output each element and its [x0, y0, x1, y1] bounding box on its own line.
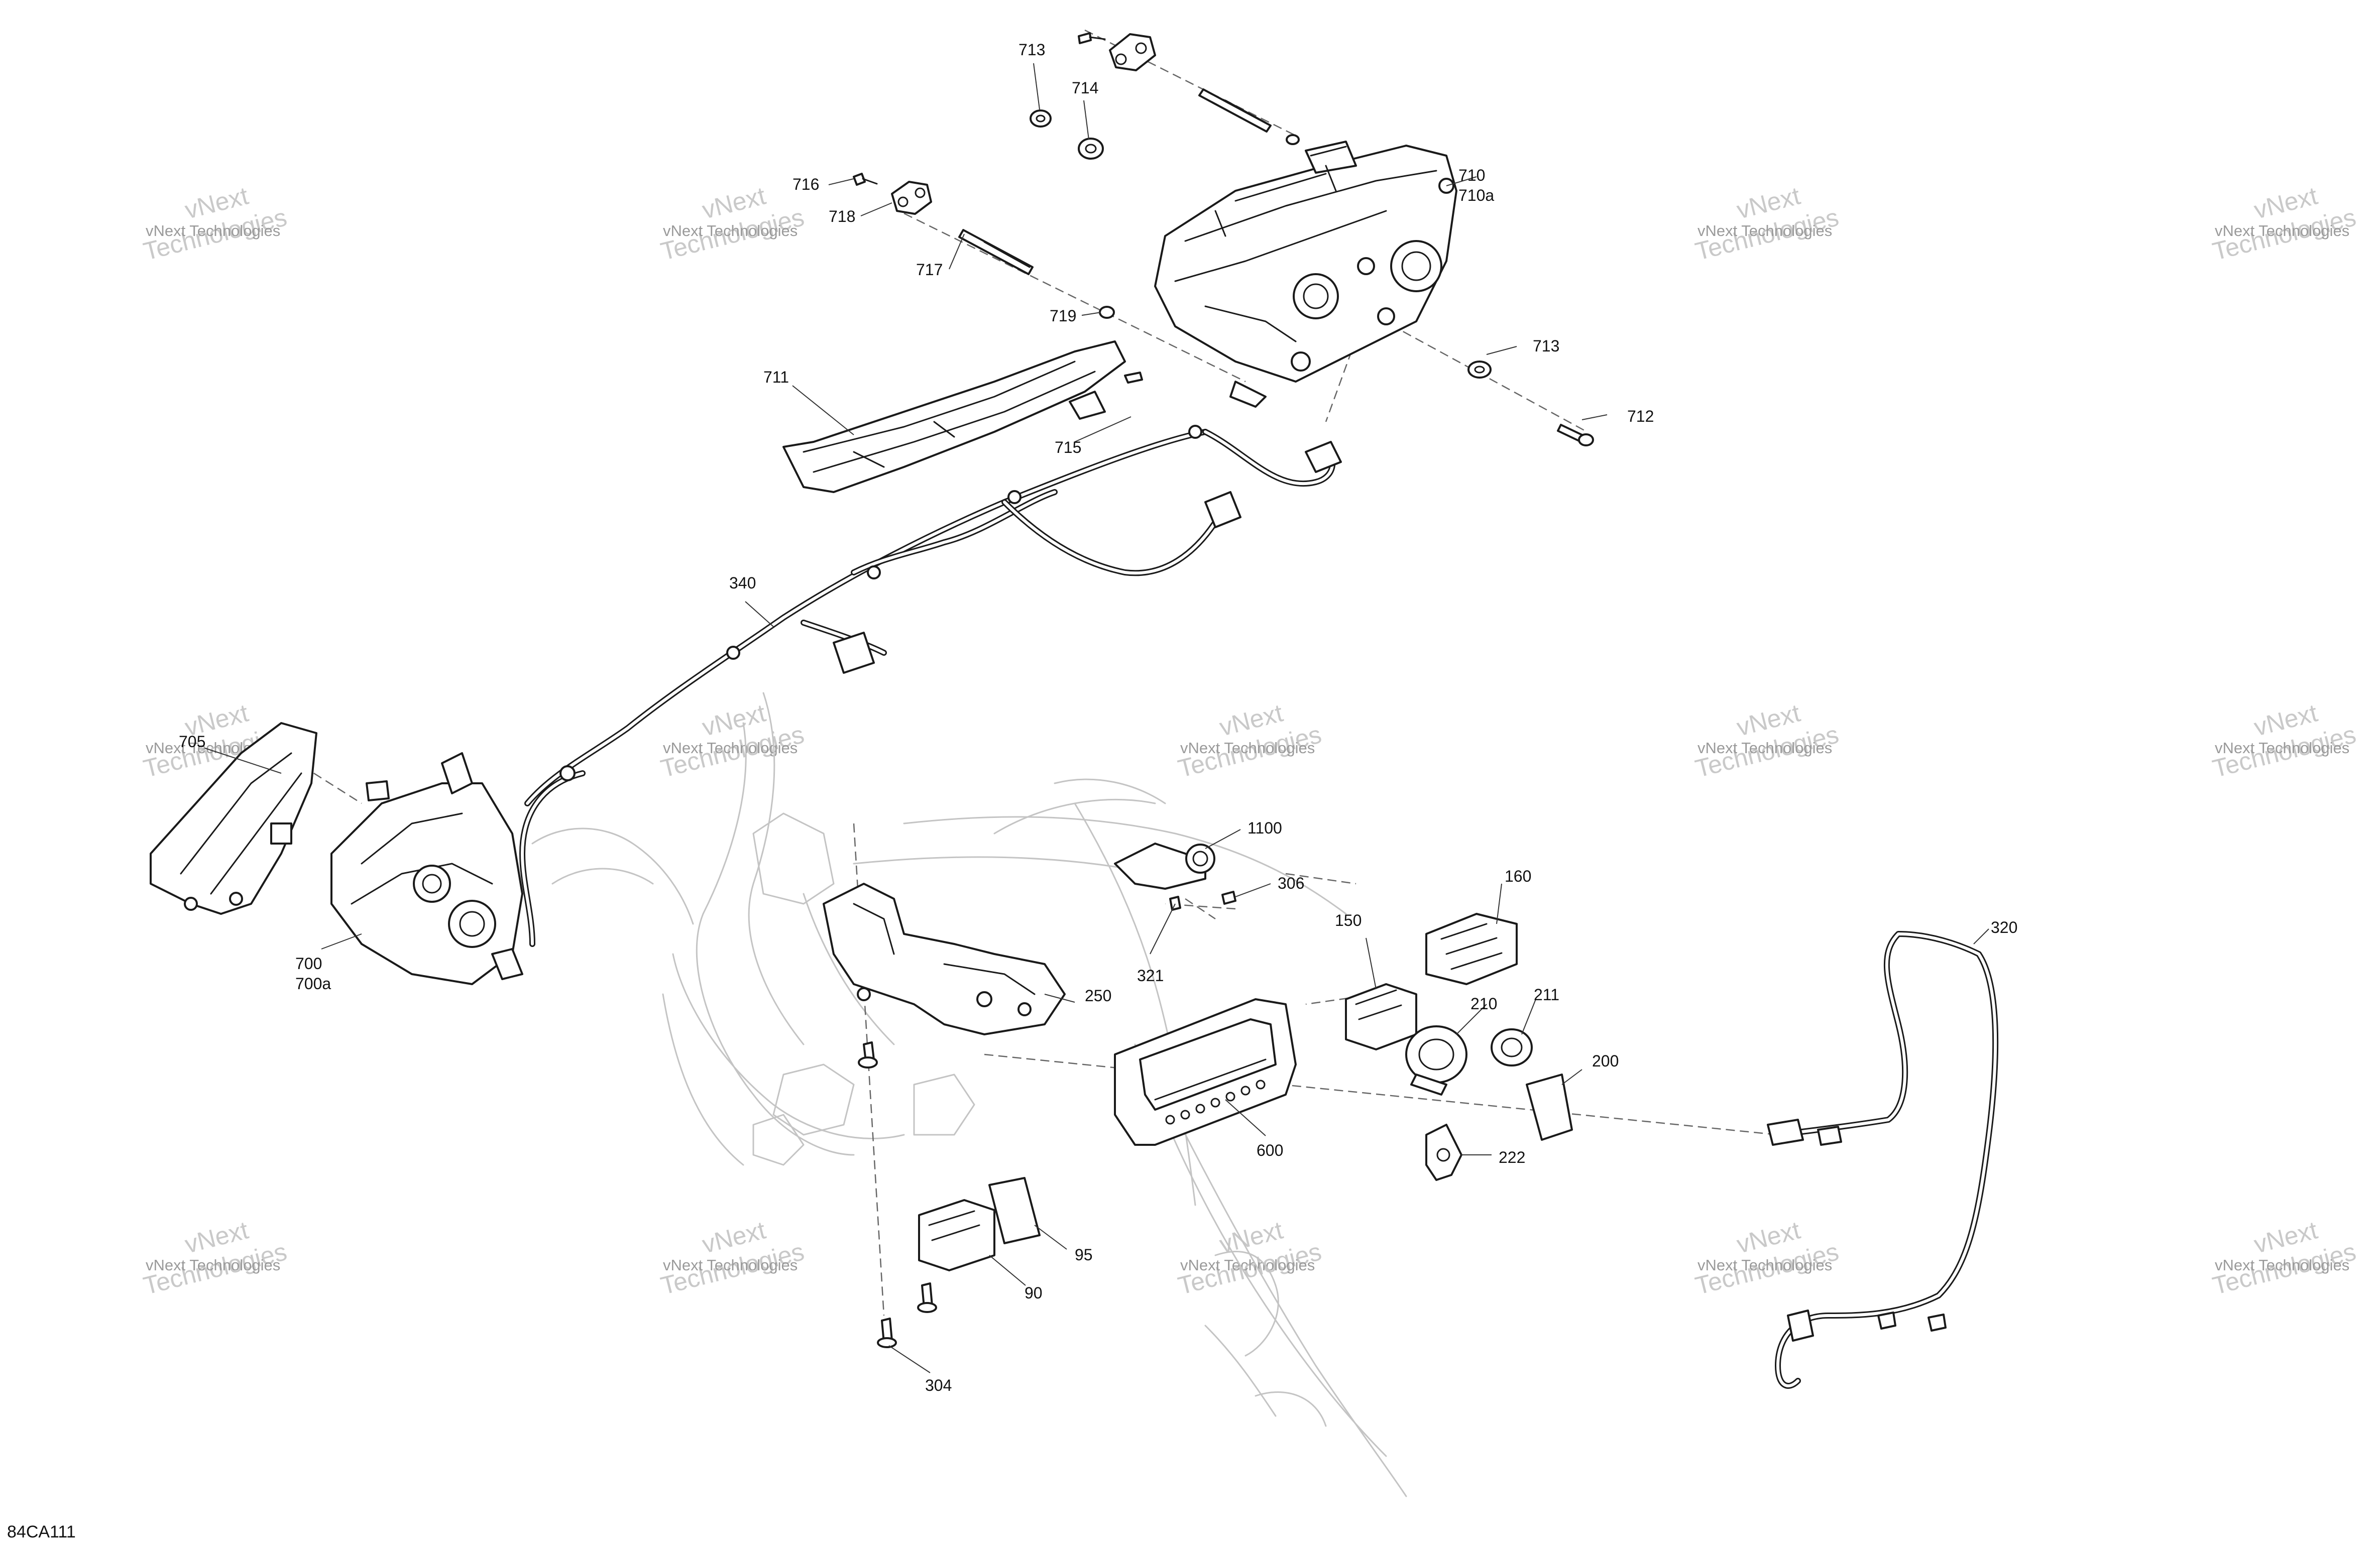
callout-713-top: 713	[1018, 41, 1045, 59]
callout-713-lower: 713	[1533, 337, 1559, 355]
callout-719: 719	[1050, 307, 1076, 325]
callout-705: 705	[179, 733, 205, 751]
callout-712: 712	[1627, 407, 1654, 425]
svg-text:vNext Technologies: vNext Technologies	[2215, 1256, 2349, 1274]
callout-711: 711	[763, 368, 789, 386]
callout-716: 716	[792, 175, 819, 193]
diagram-code: 84CA111	[7, 1522, 76, 1541]
callout-95: 95	[1075, 1246, 1093, 1264]
svg-text:vNext Technologies: vNext Technologies	[1180, 1256, 1315, 1274]
callout-715: 715	[1055, 438, 1081, 456]
cover-200	[1526, 1074, 1573, 1141]
svg-text:vNext Technologies: vNext Technologies	[2215, 222, 2349, 240]
callout-304: 304	[925, 1376, 952, 1394]
callout-210: 210	[1470, 995, 1497, 1013]
callout-710a: 710a	[1458, 186, 1494, 204]
power-socket-1100	[1114, 843, 1236, 911]
callout-222: 222	[1499, 1148, 1525, 1166]
svg-text:vNext Technologies: vNext Technologies	[663, 222, 798, 240]
nut-211	[1491, 1028, 1533, 1066]
svg-text:vNext Technologies: vNext Technologies	[146, 1256, 280, 1274]
switch-160	[1425, 913, 1518, 985]
svg-text:vNext Technologies: vNext Technologies	[1697, 1256, 1832, 1274]
key-222	[1425, 1124, 1462, 1181]
callout-90: 90	[1025, 1284, 1043, 1302]
callout-160: 160	[1505, 867, 1531, 885]
callout-700: 700	[295, 955, 322, 973]
svg-text:vNext Technologies: vNext Technologies	[663, 1256, 798, 1274]
headlight-housing-upper	[1154, 141, 1457, 408]
svg-text:vNext Technologies: vNext Technologies	[146, 222, 280, 240]
callout-1100: 1100	[1248, 819, 1282, 837]
switch-cover-95	[988, 1177, 1041, 1244]
instrument-cluster-600	[1114, 998, 1297, 1146]
switch-block-90	[918, 1199, 995, 1271]
svg-text:vNext Technologies: vNext Technologies	[2215, 739, 2349, 757]
callout-714: 714	[1072, 79, 1098, 97]
callout-600: 600	[1257, 1141, 1283, 1159]
callout-710: 710	[1458, 166, 1485, 184]
callout-320: 320	[1991, 918, 2017, 936]
callout-340: 340	[729, 574, 756, 592]
callout-700a: 700a	[295, 975, 331, 993]
svg-text:vNext Technologies: vNext Technologies	[1180, 739, 1315, 757]
callout-labels: 713 714 716 718 717 719 710 710a 713 712…	[179, 41, 2017, 1394]
svg-text:vNext Technologies: vNext Technologies	[1697, 739, 1832, 757]
callout-211: 211	[1534, 986, 1559, 1004]
headlight-assembly-700	[330, 752, 523, 985]
callout-306: 306	[1278, 874, 1304, 892]
headlight-cover-711	[782, 340, 1143, 493]
ignition-switch-210	[1405, 1025, 1467, 1096]
gauge-bracket-250	[823, 883, 1066, 1069]
leader-lines	[204, 63, 1989, 1373]
svg-text:vNext Technologies: vNext Technologies	[1697, 222, 1832, 240]
wiring-harness-340	[519, 425, 1342, 947]
callout-717: 717	[916, 261, 943, 279]
svg-text:vNext Technologies: vNext Technologies	[663, 739, 798, 757]
screw-304	[877, 1282, 937, 1348]
switch-150	[1345, 983, 1417, 1050]
callout-200: 200	[1592, 1052, 1619, 1070]
callout-718: 718	[829, 207, 855, 225]
callout-250: 250	[1085, 987, 1111, 1005]
wiring-harness-320	[1767, 931, 1999, 1389]
callout-321: 321	[1137, 967, 1164, 985]
callout-150: 150	[1335, 911, 1362, 929]
bracket-hardware-top	[853, 32, 1594, 446]
